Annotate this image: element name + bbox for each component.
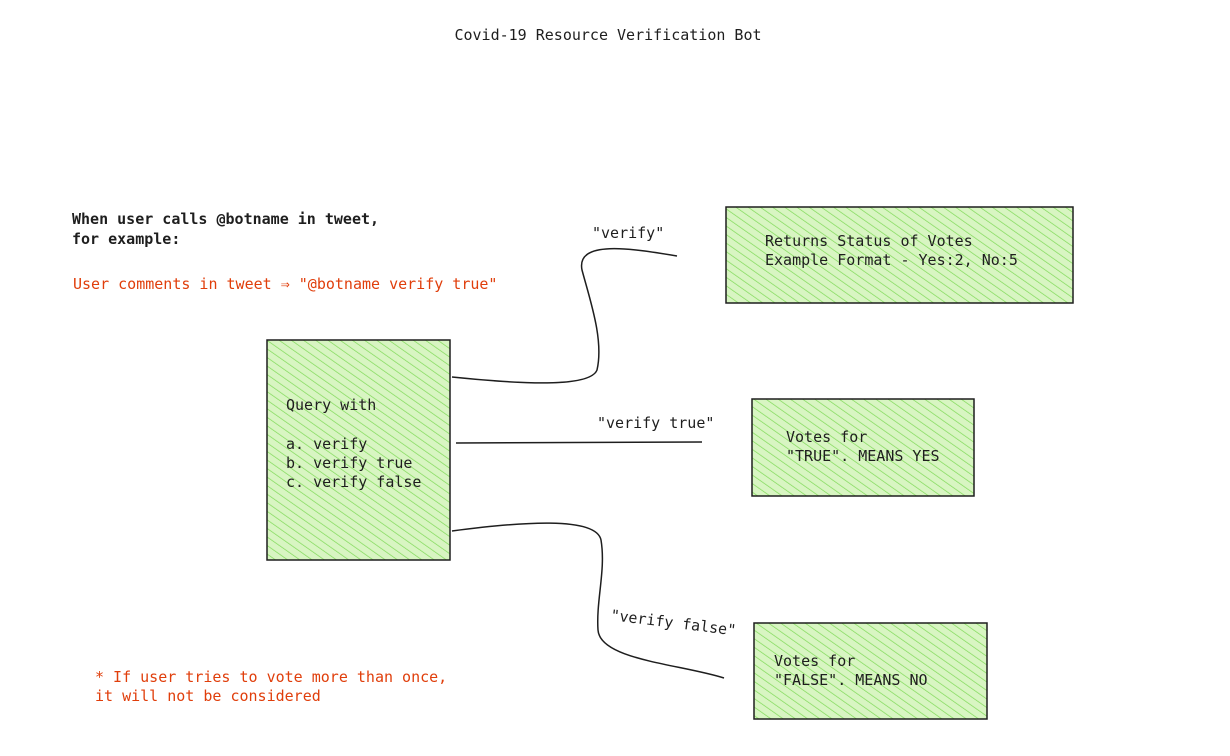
true-box-line-2: "TRUE". MEANS YES — [786, 447, 940, 465]
connector-verify — [451, 247, 678, 384]
status-box-line-1: Returns Status of Votes — [765, 232, 973, 250]
query-option-verify-false: c. verify false — [286, 473, 421, 491]
example-comment: User comments in tweet ⇒ "@botname verif… — [73, 275, 497, 293]
diagram-title: Covid-19 Resource Verification Bot — [454, 26, 761, 44]
edge-label-verify: "verify" — [592, 224, 664, 242]
true-box-line-1: Votes for — [786, 428, 867, 446]
false-votes-box: Votes for "FALSE". MEANS NO — [753, 622, 988, 720]
footnote-line-2: it will not be considered — [95, 687, 321, 705]
status-box-line-2: Example Format - Yes:2, No:5 — [765, 251, 1018, 269]
intro-line-2: for example: — [72, 230, 180, 248]
query-box-heading: Query with — [286, 396, 376, 414]
false-box-line-2: "FALSE". MEANS NO — [774, 671, 928, 689]
edge-label-verify-true: "verify true" — [597, 414, 714, 432]
false-box-line-1: Votes for — [774, 652, 855, 670]
query-box: Query with a. verify b. verify true c. v… — [266, 339, 451, 561]
footnote-line-1: * If user tries to vote more than once, — [95, 668, 447, 686]
connector-verify-false — [451, 522, 725, 679]
status-box: Returns Status of Votes Example Format -… — [725, 206, 1074, 304]
true-votes-box: Votes for "TRUE". MEANS YES — [751, 398, 975, 497]
connector-verify-true — [455, 441, 703, 444]
edge-label-verify-false: "verify false" — [610, 606, 738, 639]
query-option-verify-true: b. verify true — [286, 454, 412, 472]
query-option-verify: a. verify — [286, 435, 367, 453]
intro-line-1: When user calls @botname in tweet, — [72, 210, 379, 228]
